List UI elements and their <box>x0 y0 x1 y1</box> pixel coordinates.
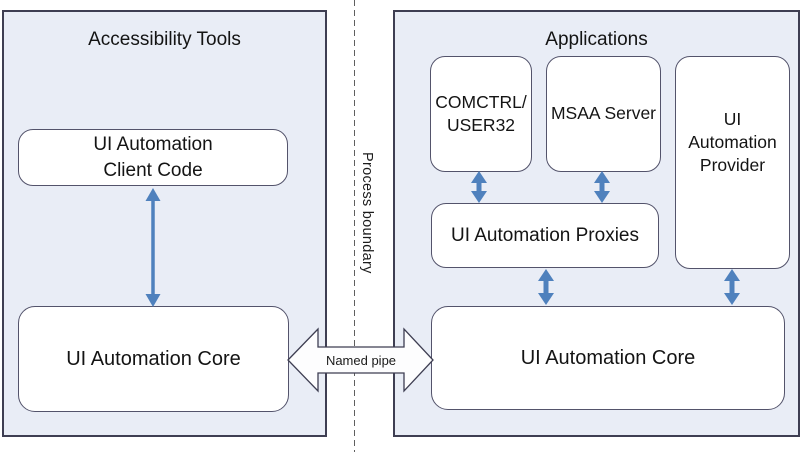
ui-automation-client-code-label: UI Automation Client Code <box>93 134 213 181</box>
named-pipe-label: Named pipe <box>326 353 396 368</box>
ui-automation-proxies-box: UI Automation Proxies <box>431 203 659 268</box>
accessibility-tools-title: Accessibility Tools <box>88 29 241 50</box>
ui-automation-core-left-box: UI Automation Core <box>18 306 289 412</box>
ui-automation-core-right-box: UI Automation Core <box>431 306 785 410</box>
process-boundary-label: Process boundary <box>359 152 375 274</box>
ui-automation-core-right-label: UI Automation Core <box>520 346 696 369</box>
applications-title: Applications <box>545 29 648 50</box>
ui-automation-core-left-label: UI Automation Core <box>66 347 241 370</box>
ui-automation-provider-box: UI Automation Provider <box>675 56 790 269</box>
comctrl-user32-label: COMCTRL/USER32 <box>435 91 527 135</box>
msaa-server-label: MSAA Server <box>550 103 657 124</box>
ui-automation-provider-label: UI Automation Provider <box>688 108 777 176</box>
ui-automation-proxies-label: UI Automation Proxies <box>451 224 639 246</box>
msaa-server-box: MSAA Server <box>546 56 661 172</box>
comctrl-user32-box: COMCTRL/USER32 <box>430 56 532 172</box>
ui-automation-client-code-box: UI Automation Client Code <box>18 129 288 186</box>
